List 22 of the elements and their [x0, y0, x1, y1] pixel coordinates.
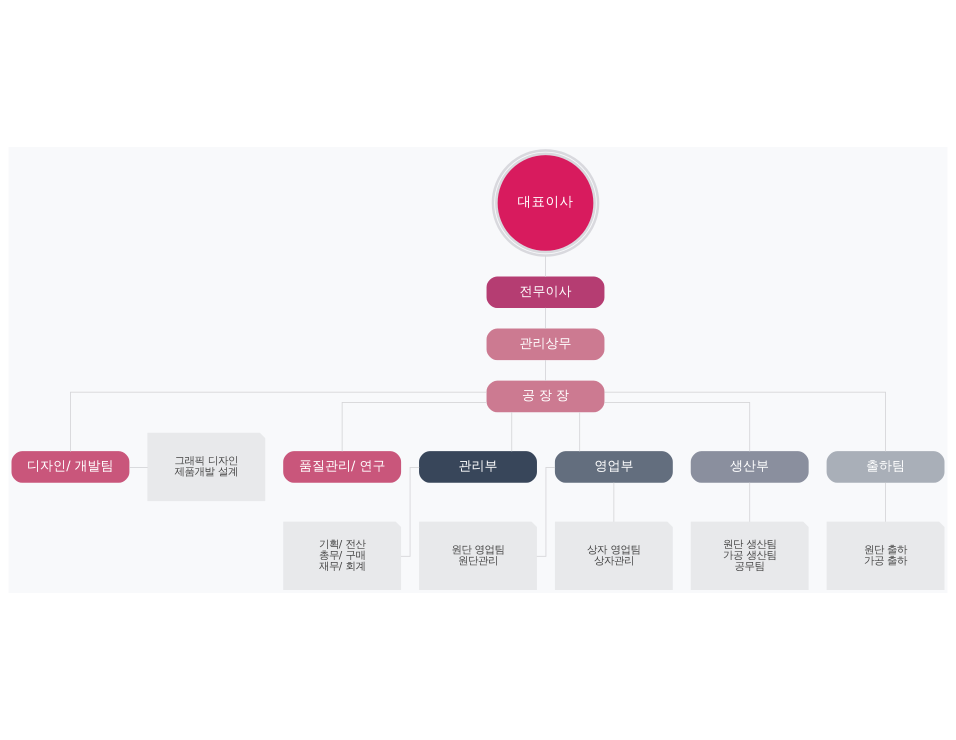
connector: [128, 466, 148, 468]
node-box: 생산부: [690, 451, 809, 483]
connector: [536, 466, 556, 557]
node-box: 영업부: [554, 451, 673, 483]
connector: [604, 402, 750, 452]
connector: [70, 392, 488, 452]
connector: [511, 412, 512, 452]
node-box: 출하팀: [826, 451, 944, 483]
connector: [579, 412, 580, 452]
node-box: 관리상무: [486, 328, 604, 360]
connector: [604, 392, 886, 452]
connector: [400, 466, 420, 557]
node-circle: 대표이사: [492, 149, 600, 257]
node-box: 디자인/ 개발팀: [12, 451, 130, 483]
node-box: 공 장 장: [486, 380, 604, 412]
connector: [885, 482, 886, 522]
connector: [342, 402, 488, 452]
node-box: 관리부: [419, 451, 537, 483]
node-box: 전무이사: [486, 276, 604, 308]
connector: [749, 482, 750, 522]
node-box: 품질관리/ 연구: [283, 451, 402, 483]
connector: [613, 482, 614, 522]
